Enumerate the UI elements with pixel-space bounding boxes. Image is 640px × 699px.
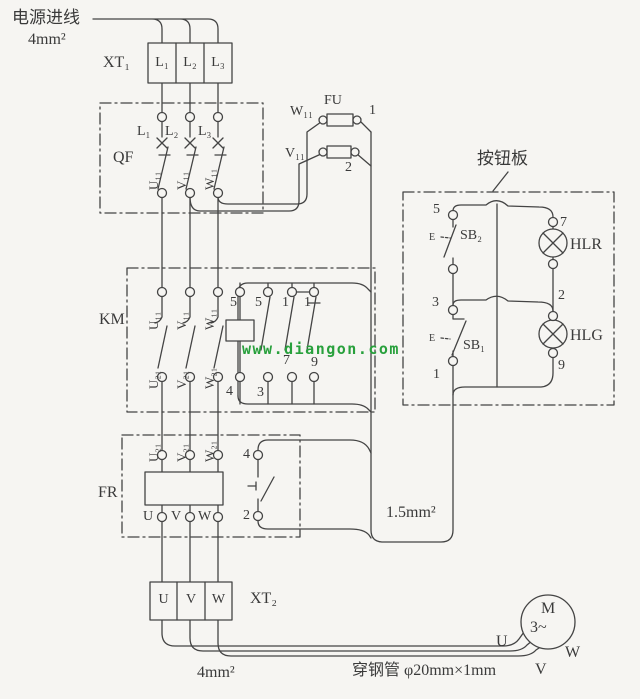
km-bot-w21: W₂₁ xyxy=(202,367,217,389)
km-top-w11: W₁₁ xyxy=(202,308,217,330)
fu-in-w11: W₁₁ xyxy=(290,104,313,119)
fr-out-u: U xyxy=(143,509,154,524)
motor-phase: 3~ xyxy=(530,619,547,636)
fr-contact-2: 2 xyxy=(243,508,250,523)
hlg-label: HLG xyxy=(570,327,603,344)
power-in-wires xyxy=(92,18,219,44)
km-aux-3: 3 xyxy=(257,385,264,400)
motor-terminal-v: V xyxy=(535,661,547,678)
xt1-qf-wires xyxy=(161,82,219,114)
km-aux-5a: 5 xyxy=(230,295,237,310)
power-in-label: 电源进线 xyxy=(12,8,80,27)
qf-out-w11: W₁₁ xyxy=(202,168,217,190)
hlr-terminal-7: 7 xyxy=(560,215,567,230)
xt1-dividers xyxy=(175,42,205,84)
panel-label: 按钮板 xyxy=(477,149,528,168)
km-box xyxy=(126,267,376,413)
qf-pole-l3: L₃ xyxy=(198,124,212,139)
w11-fuse-wire xyxy=(217,121,322,205)
qf-box xyxy=(99,102,264,214)
panel-terminal-1: 1 xyxy=(433,367,440,382)
sb1-label: SB₁ xyxy=(463,338,486,353)
sb2-label: SB₂ xyxy=(460,228,483,243)
km-label: KM xyxy=(99,311,125,328)
km-aux-1a: 1 xyxy=(282,295,289,310)
power-cable-size: 4mm² xyxy=(197,664,235,681)
motor-terminal-u: U xyxy=(496,633,508,650)
xt1-cell-l2: L₂ xyxy=(183,55,197,70)
control-cable-size: 1.5mm² xyxy=(386,504,436,521)
v11-fuse-wire xyxy=(189,153,322,212)
fuse-out-wire-2 xyxy=(356,153,372,167)
motor-terminal-w: W xyxy=(565,644,581,661)
fr-out-v: V xyxy=(171,509,182,524)
qf-out-v11: V₁₁ xyxy=(174,171,189,190)
km-aux-9: 9 xyxy=(311,355,318,370)
motor-cable xyxy=(161,619,543,657)
km-aux-7: 7 xyxy=(283,353,290,368)
fuse-out-wire-1 xyxy=(360,121,372,133)
qf-label: QF xyxy=(113,149,134,166)
km-top-v11: V₁₁ xyxy=(174,311,189,330)
sb2-actuator: E xyxy=(429,232,436,243)
fu-label: FU xyxy=(324,93,342,108)
fr-in-v21: V₂₁ xyxy=(174,443,189,462)
xt2-dividers xyxy=(176,581,206,621)
watermark: www.diangon.com xyxy=(242,340,400,358)
km-aux-5b: 5 xyxy=(255,295,262,310)
lamp-wire-2: 2 xyxy=(558,288,565,303)
enclosure-boxes xyxy=(99,102,615,538)
km-top-u11: U₁₁ xyxy=(146,311,161,330)
panel-terminal-5: 5 xyxy=(433,202,440,217)
fu-in-v11: V₁₁ xyxy=(285,146,305,161)
fr-box xyxy=(121,434,301,538)
fr-contact-4: 4 xyxy=(243,447,250,462)
km-aux-1b: 1 xyxy=(304,295,311,310)
motor-m: M xyxy=(541,600,556,617)
terminals xyxy=(156,111,559,523)
xt2-cell-v: V xyxy=(185,592,197,607)
panel-wiring xyxy=(440,171,554,396)
qf-pole-l2: L₂ xyxy=(165,124,179,139)
xt2-cell-w: W xyxy=(211,592,226,607)
qf-pole-l1: L₁ xyxy=(137,124,151,139)
qf-km-wires xyxy=(161,196,219,289)
wire-number-2: 2 xyxy=(345,160,352,175)
hlr-lamp-cross xyxy=(542,232,564,254)
power-in-size: 4mm² xyxy=(28,31,66,48)
qf-breaker-symbol xyxy=(156,120,227,190)
fr-in-u21: U₂₁ xyxy=(146,443,161,462)
fr-nc-contact xyxy=(247,439,372,539)
km-coil-4: 4 xyxy=(226,384,233,399)
xt1-cell-l1: L₁ xyxy=(155,55,169,70)
fr-label: FR xyxy=(98,484,118,501)
xt2-label: XT₂ xyxy=(250,590,277,607)
km-bot-v21: V₂₁ xyxy=(174,370,189,389)
hlg-lamp-cross xyxy=(542,323,564,345)
wire-number-1: 1 xyxy=(369,103,376,118)
conduit-label: 穿钢管 φ20mm×1mm xyxy=(352,662,497,679)
sb1-actuator: E xyxy=(429,333,436,344)
panel-box xyxy=(402,191,615,406)
xt1-label: XT₁ xyxy=(103,54,130,71)
km-main-contacts xyxy=(154,295,224,452)
component-bodies xyxy=(144,42,576,650)
xt1-cell-l3: L₃ xyxy=(211,55,225,70)
xt2-cell-u: U xyxy=(158,592,169,607)
km-bot-u21: U₂₁ xyxy=(146,370,161,389)
fr-in-w21: W₂₁ xyxy=(202,440,217,462)
hlg-terminal-9: 9 xyxy=(558,358,565,373)
fr-out-w: W xyxy=(198,509,212,524)
qf-out-u11: U₁₁ xyxy=(146,171,161,190)
hlr-label: HLR xyxy=(570,236,602,253)
control-cable-run xyxy=(370,131,454,543)
panel-terminal-3: 3 xyxy=(432,295,439,310)
